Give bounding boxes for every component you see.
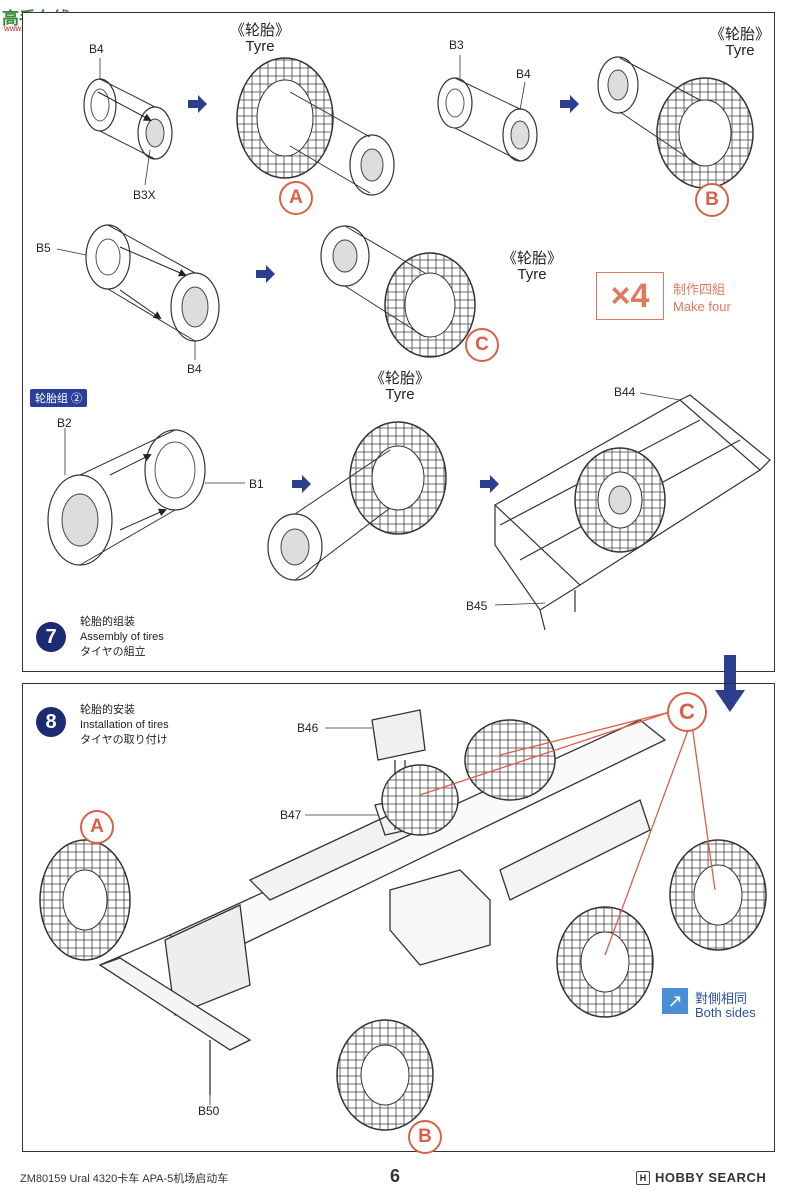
tyre-a-title-cn: 《轮胎》: [229, 21, 290, 39]
tyre-a-installed: [39, 839, 131, 961]
step8-title-cn: 轮胎的安装: [80, 704, 135, 716]
tyre-c-drawing: [320, 225, 476, 358]
page-number: 6: [390, 1166, 401, 1186]
tyre-c-installed-2: [669, 839, 767, 951]
marker-b: B: [695, 183, 729, 217]
tyre-c-title-en: Tyre: [517, 266, 547, 283]
tyre-c-title-cn: 《轮胎》: [501, 249, 562, 267]
label-b45: B45: [466, 599, 488, 613]
make-four-en: Make four: [673, 299, 731, 314]
label-b1: B1: [249, 477, 264, 491]
make-four-box: ×4: [596, 272, 664, 320]
label-leaders: [56, 55, 681, 1105]
label-b3x: B3X: [133, 188, 156, 202]
spare-tyre-title-cn: 《轮胎》: [369, 369, 430, 387]
label-b46: B46: [297, 721, 319, 735]
label-b5: B5: [36, 241, 51, 255]
step-arrow-3: [256, 265, 275, 283]
make-four-cn: 制作四組: [673, 282, 726, 297]
brand-icon: H: [636, 1171, 650, 1185]
footer-product: ZM80159 Ural 4320卡车 APA-5机场启动车: [20, 1173, 229, 1185]
spare-tyre-title-en: Tyre: [385, 386, 415, 403]
subassembly-tag: 轮胎组 ②: [30, 389, 88, 407]
step-arrow-1: [188, 95, 207, 113]
tyre-b-title-cn: 《轮胎》: [709, 25, 770, 43]
label-b4-a: B4: [89, 42, 104, 56]
label-b44: B44: [614, 385, 636, 399]
footer-brand: HOBBY SEARCH: [655, 1170, 767, 1185]
tyre-b-drawing: [597, 56, 754, 189]
tyre-a-drawing: [236, 57, 395, 196]
step7-title-en: Assembly of tires: [80, 631, 164, 643]
label-b4-b: B4: [516, 67, 531, 81]
marker-a-step8: A: [80, 810, 114, 844]
label-b47: B47: [280, 808, 302, 822]
tyre-c-installed-4: [381, 764, 459, 836]
rim-assembly-a: [83, 78, 173, 160]
tyre-c-installed-1: [556, 906, 654, 1018]
label-b3: B3: [449, 38, 464, 52]
tyre-a-title-en: Tyre: [245, 38, 275, 55]
marker-b-step8: B: [408, 1120, 442, 1154]
tyre-b-installed: [336, 1019, 434, 1131]
step8-badge: 8: [36, 707, 66, 737]
step8-panel: [22, 683, 775, 1152]
marker-c-step8: C: [667, 692, 707, 732]
step8-title-jp: タイヤの取り付け: [80, 734, 168, 746]
both-sides-en: Both sides: [695, 1005, 756, 1020]
rim-assembly-c: [85, 224, 220, 342]
marker-a: A: [279, 181, 313, 215]
both-sides-cn: 對側相同: [695, 991, 748, 1006]
tyre-c-installed-3: [464, 719, 556, 801]
label-b50: B50: [198, 1104, 220, 1118]
marker-c: C: [465, 328, 499, 362]
rim-assembly-b: [437, 77, 538, 162]
c-leader-lines: [419, 711, 716, 956]
label-b4-c: B4: [187, 362, 202, 376]
spare-tyre-drawing: [267, 421, 447, 581]
step7-badge: 7: [36, 622, 66, 652]
step-arrow-2: [560, 95, 579, 113]
spare-carrier-drawing: [493, 394, 771, 631]
tyre-b-title-en: Tyre: [725, 42, 755, 59]
step8-title-en: Installation of tires: [80, 719, 169, 731]
spare-tyre-on-carrier: [574, 447, 666, 553]
step7-title-cn: 轮胎的组装: [80, 616, 135, 628]
step7-title-jp: タイヤの組立: [80, 646, 146, 658]
rim-assembly-spare: [47, 429, 206, 566]
label-b2: B2: [57, 416, 72, 430]
step-arrow-4: [292, 475, 311, 493]
step-arrow-5: [480, 475, 499, 493]
both-sides-icon: ↗: [662, 988, 688, 1014]
